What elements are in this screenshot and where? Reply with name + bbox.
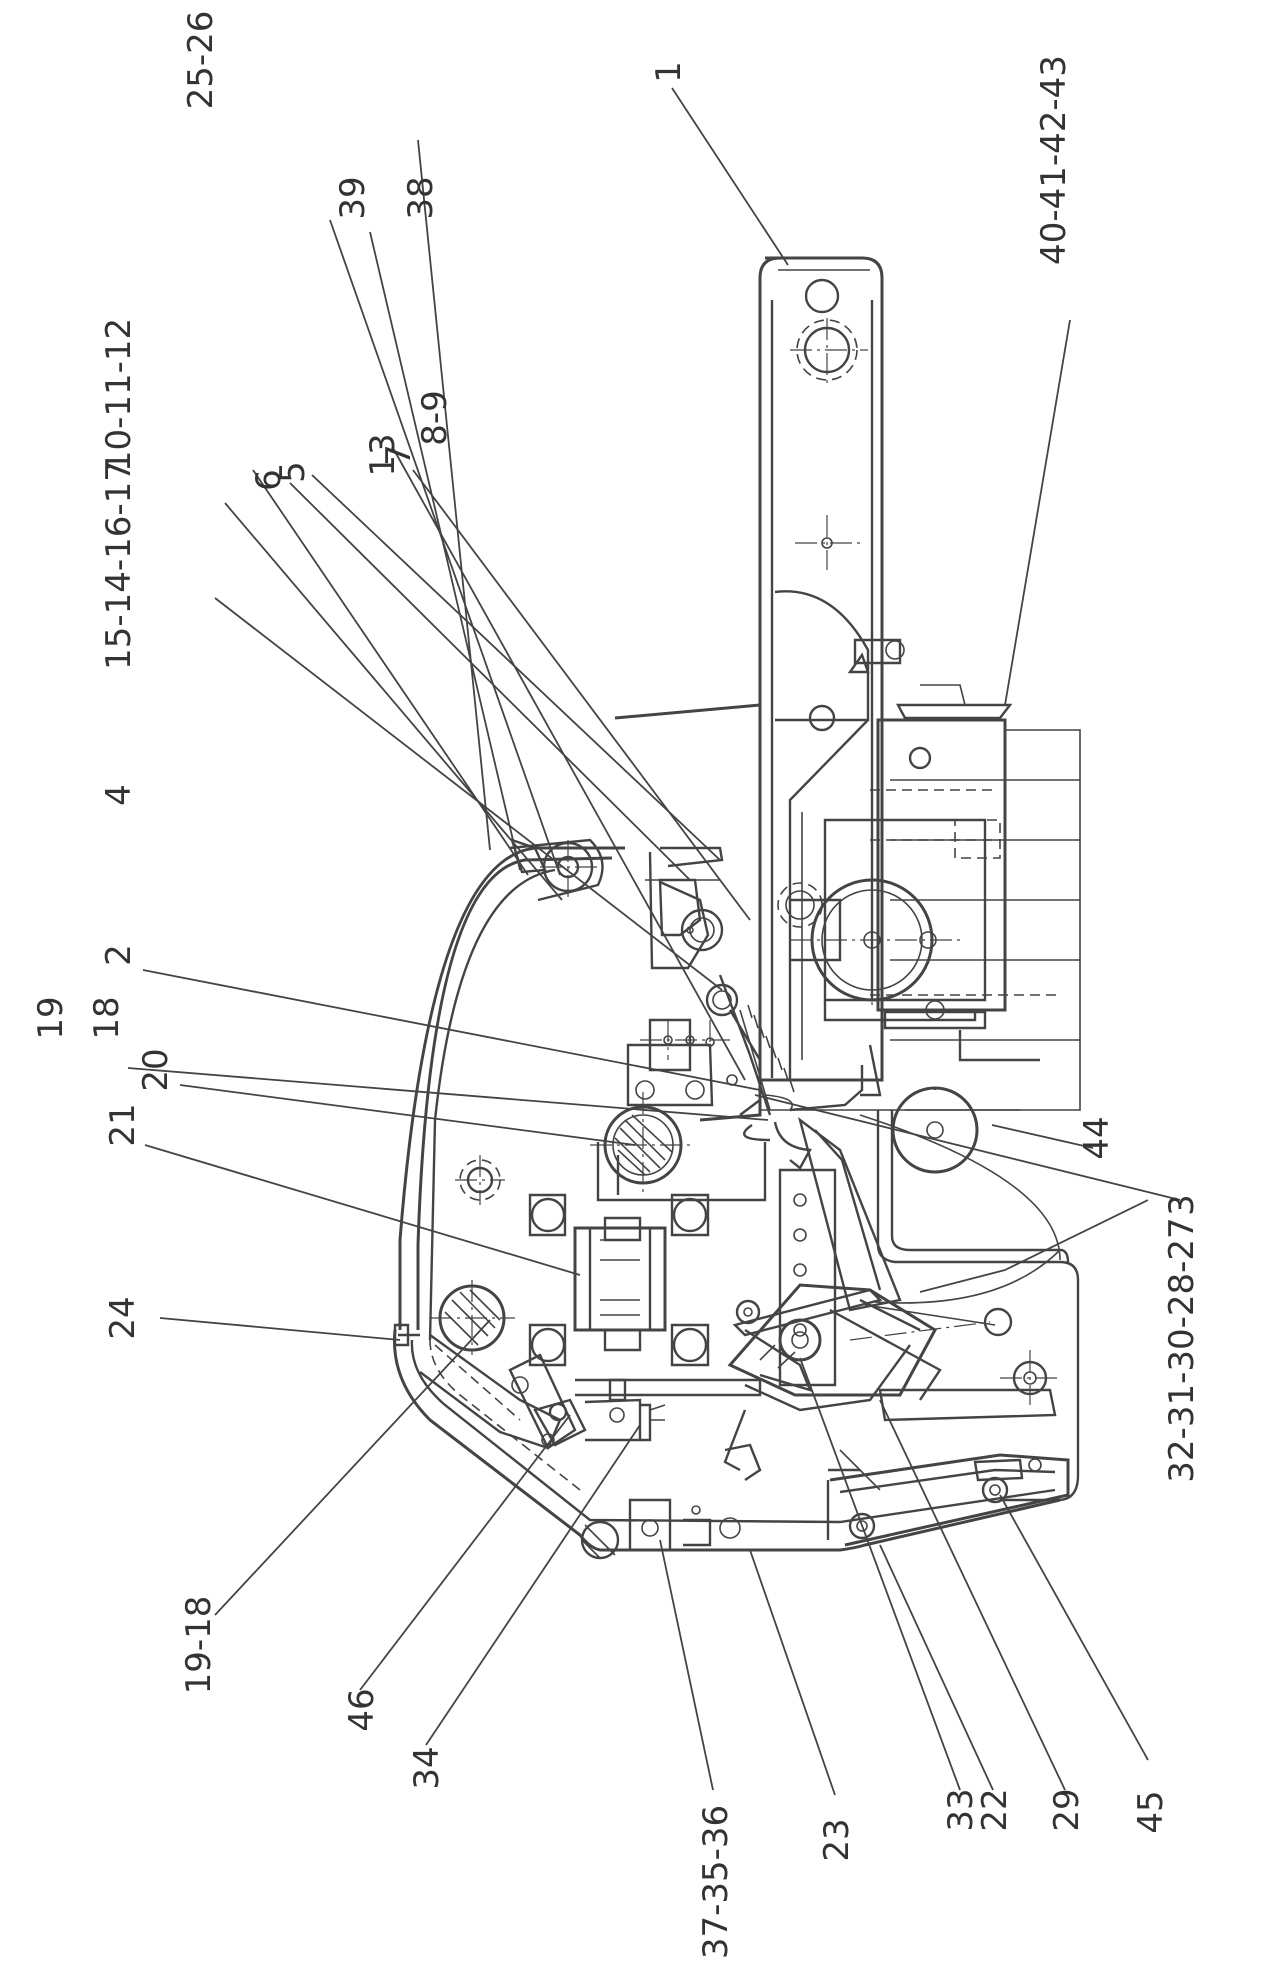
- callout-37-35-36: 37-35-36: [696, 1805, 736, 1959]
- callout-4: 4: [99, 784, 139, 806]
- bottom-lever-22-29-45: [826, 1449, 1070, 1547]
- callout-21: 21: [103, 1103, 143, 1146]
- callout-22: 22: [975, 1788, 1015, 1831]
- spring-contact-subassembly: [509, 838, 795, 1116]
- callout-13: 13: [363, 433, 403, 476]
- callout-7: 7: [379, 444, 419, 466]
- callout-34: 34: [407, 1746, 447, 1789]
- assembly-linework: [392, 256, 1081, 1560]
- callout-38: 38: [401, 176, 441, 219]
- lower-lever-parts: [508, 1353, 762, 1560]
- callout-32-31-30-28-27: 32-31-30-28-27: [1162, 1217, 1202, 1482]
- motor-block: [777, 684, 1081, 1111]
- callout-45: 45: [1131, 1790, 1171, 1833]
- callout-29: 29: [1047, 1788, 1087, 1831]
- callout-44: 44: [1077, 1116, 1117, 1159]
- linkage-27-33: [727, 1114, 1061, 1422]
- callout-5: 5: [273, 461, 313, 483]
- coil-21: [528, 1193, 762, 1397]
- callout-3: 3: [1162, 1194, 1202, 1216]
- callout-15-14-16-17: 15-14-16-17: [99, 460, 139, 670]
- callout-25-26: 25-26: [181, 11, 221, 110]
- callout-10-11-12: 10-11-12: [99, 318, 139, 472]
- callout-46: 46: [342, 1688, 382, 1731]
- callout-33: 33: [941, 1788, 981, 1831]
- callout-8-9: 8-9: [415, 390, 455, 446]
- leader-lines: [127, 87, 1181, 1796]
- shaft-18-19: [419, 1280, 562, 1450]
- callout-19-18: 19-18: [179, 1596, 219, 1695]
- callout-19: 19: [31, 996, 71, 1039]
- pulley-and-lower-profile: [789, 1044, 1080, 1502]
- callout-1: 1: [649, 61, 689, 83]
- callout-23: 23: [817, 1818, 857, 1861]
- callout-40-41-42-43: 40-41-42-43: [1034, 55, 1074, 265]
- callout-labels: 1 40-41-42-43 44 3 32-31-30-28-27 45 29 …: [31, 11, 1202, 1960]
- callout-18: 18: [87, 996, 127, 1039]
- callout-20: 20: [136, 1048, 176, 1091]
- long-arm-part: [758, 256, 905, 1082]
- callout-2: 2: [99, 944, 139, 966]
- callout-24: 24: [103, 1296, 143, 1339]
- shaft-20: [455, 1092, 695, 1205]
- callout-6: 6: [249, 469, 289, 491]
- callout-39: 39: [333, 176, 373, 219]
